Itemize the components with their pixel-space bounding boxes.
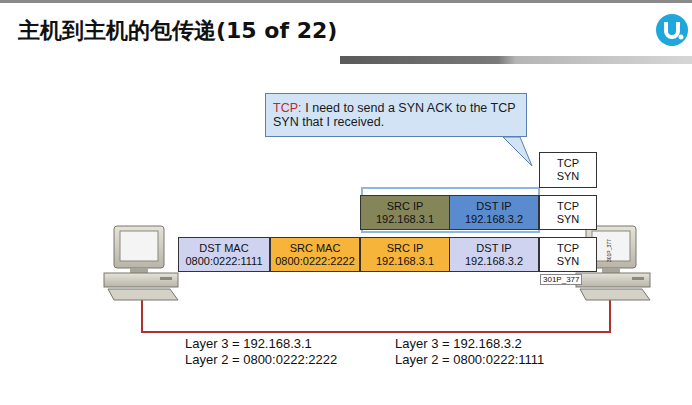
- computer-icon: [104, 226, 178, 300]
- field-name: SRC IP: [387, 242, 424, 255]
- field-name: TCP SYN: [557, 157, 580, 182]
- slide-title: 主机到主机的包传递(15 of 22): [18, 16, 337, 46]
- src-ip-box: SRC IP192.168.3.1: [360, 195, 450, 230]
- field-value: 0800:0222:1111: [185, 255, 262, 268]
- protocol-label: TCP:: [273, 101, 301, 115]
- dst-ip-box: DST IP192.168.3.2: [449, 195, 539, 230]
- callout-box: TCP:I need to send a SYN ACK to the TCP …: [265, 93, 527, 137]
- logo: [656, 14, 688, 46]
- layer-address: Layer 2 = 0800:0222:2222: [185, 352, 337, 367]
- field-value: 192.168.3.1: [376, 213, 434, 226]
- field-value: 192.168.3.2: [465, 255, 523, 268]
- top-rule: [0, 0, 692, 3]
- callout-message: I need to send a SYN ACK to the TCP SYN …: [273, 101, 515, 129]
- callout-tail: [503, 137, 532, 166]
- tooltip-label: 301P_377: [540, 274, 582, 285]
- dst-ip-box: DST IP192.168.3.2: [449, 237, 539, 272]
- field-name: SRC MAC: [290, 242, 341, 255]
- tcp-header-box: TCP SYN: [539, 237, 597, 272]
- field-value: 0800:0222:2222: [275, 255, 355, 268]
- field-value: 192.168.3.2: [465, 213, 523, 226]
- layer-address: Layer 2 = 0800:0222:1111: [395, 352, 544, 367]
- dst-mac-box: DST MAC0800:0222:1111: [178, 237, 270, 272]
- src-mac-box: SRC MAC0800:0222:2222: [270, 237, 360, 272]
- field-name: TCP SYN: [557, 200, 580, 225]
- field-name: DST MAC: [199, 242, 248, 255]
- tcp-header-box: TCP SYN: [539, 152, 597, 188]
- tcp-header-box: TCP SYN: [539, 195, 597, 230]
- field-name: SRC IP: [387, 200, 424, 213]
- layer-address: Layer 3 = 192.168.3.1: [185, 336, 312, 351]
- network-wire: [142, 300, 610, 332]
- callout-text: TCP:I need to send a SYN ACK to the TCP …: [273, 101, 519, 130]
- field-name: DST IP: [476, 200, 511, 213]
- figure-code: 301P_377: [606, 239, 612, 262]
- field-name: TCP SYN: [557, 242, 580, 267]
- layer-address: Layer 3 = 192.168.3.2: [395, 336, 522, 351]
- field-value: 192.168.3.1: [376, 255, 434, 268]
- field-name: DST IP: [476, 242, 511, 255]
- header-bar: [340, 56, 692, 64]
- src-ip-box: SRC IP192.168.3.1: [360, 237, 450, 272]
